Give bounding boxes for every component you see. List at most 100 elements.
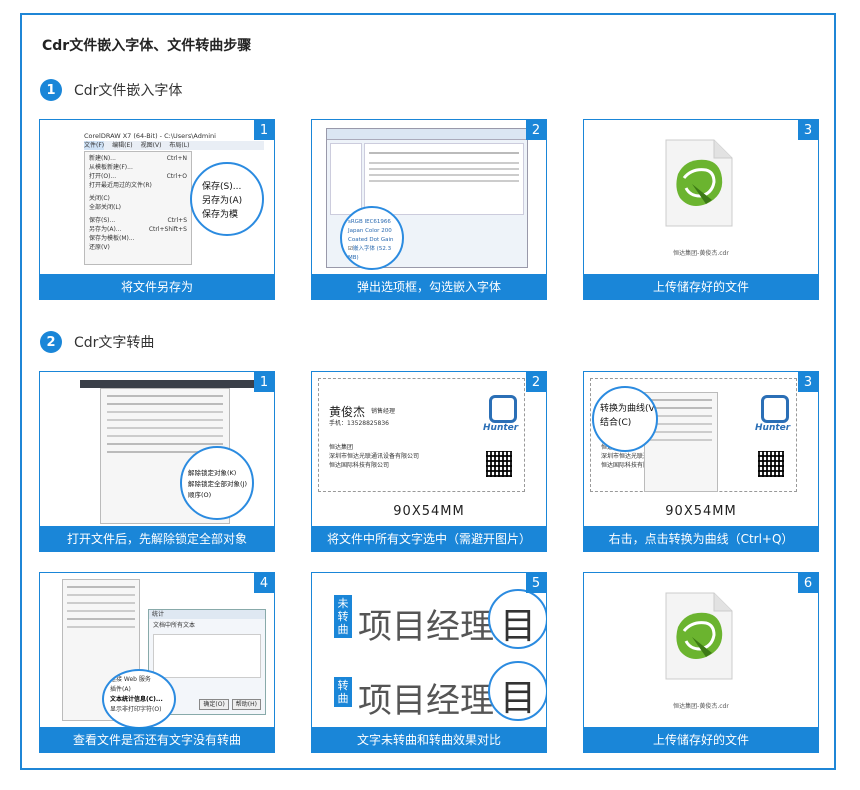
section-2-header: 2 Cdr文字转曲 — [40, 331, 154, 353]
file-preview: 恒达集团-黄俊杰.cdr — [584, 120, 818, 274]
step-number: 5 — [526, 573, 546, 593]
save-dialog — [326, 128, 528, 268]
menubar-item-file[interactable]: 文件(F) — [84, 141, 105, 150]
step-caption: 右击，点击转换为曲线（Ctrl+Q） — [584, 526, 818, 551]
dialog-subtitle: 文档中所有文本 — [153, 622, 196, 629]
zoom-lens: 连接 Web 服务 插件(A) 文本统计信息(C)... 显示非打印字符(O) — [102, 669, 176, 727]
menu-item-close-all[interactable]: 全部关闭(L) — [89, 204, 122, 211]
menu-item-revert[interactable]: 还原(V) — [89, 244, 110, 251]
menubar-item-view[interactable]: 视图(V) — [140, 142, 162, 149]
zoom-order: 顺序(O) — [188, 491, 212, 499]
step-card-upload-file[interactable]: 3 恒达集团-黄俊杰.cdr 上传储存好的文件 — [583, 119, 819, 300]
menubar-item-layout[interactable]: 布局(L) — [169, 142, 190, 149]
zoom-save: 保存(S)... — [202, 182, 242, 192]
zoom-glyph-1: 目 — [500, 606, 537, 647]
menu-item-save-as[interactable]: 另存为(A)...Ctrl+Shift+S — [89, 226, 187, 233]
file-preview: 恒达集团-黄俊杰.cdr — [584, 573, 818, 727]
ok-button[interactable]: 确定(O) — [199, 699, 229, 710]
embed-font-checkbox[interactable]: ☑嵌入字体 (52.3 MB) — [348, 246, 392, 261]
menu-item-close[interactable]: 关闭(C) — [89, 195, 110, 202]
step-number: 1 — [254, 120, 274, 140]
zoom-web-service: 连接 Web 服务 — [110, 676, 151, 683]
step-caption: 打开文件后，先解除锁定全部对象 — [40, 526, 274, 551]
cdr-file-icon — [665, 139, 733, 227]
step-card-save-as[interactable]: 1 CorelDRAW X7 (64-Bit) - C:\Users\Admin… — [39, 119, 275, 300]
step-card-upload-final[interactable]: 6 恒达集团-黄俊杰.cdr 上传储存好的文件 — [583, 572, 819, 753]
menu-item-save[interactable]: 保存(S)...Ctrl+S — [89, 217, 187, 224]
cdr-file-icon — [665, 592, 733, 680]
tools-menu — [62, 579, 140, 721]
menu-item-new[interactable]: 新建(N)...Ctrl+N — [89, 155, 187, 162]
zoom-lens-1: 目 — [488, 589, 546, 649]
tag-not-converted: 未转曲 — [334, 595, 352, 638]
screenshot-unlock-menu: 解除锁定对象(K) 解除锁定全部对象(J) 顺序(O) — [40, 372, 274, 526]
zoom-profile-2: Japan Color 200 — [348, 228, 392, 234]
step-card-convert-curves[interactable]: 3 恒达集团 深圳市恒达光联通讯设备有限公司 恒达国际科技有限公司 Hunter — [583, 371, 819, 552]
brand-name: Hunter — [755, 423, 791, 433]
file-menu: 新建(N)...Ctrl+N 从模板新建(F)... 打开(O)...Ctrl+… — [84, 151, 192, 265]
step-number: 2 — [526, 372, 546, 392]
section-2-title: Cdr文字转曲 — [74, 335, 155, 351]
step-card-unlock[interactable]: 1 解除锁定对象(K) 解除锁定全部对象(J) 顺序(O) 打 — [39, 371, 275, 552]
screenshot-save-dialog: sRGB IEC61966 Japan Color 200 Coated Dot… — [312, 120, 546, 274]
dialog-title: 统计 — [149, 610, 265, 619]
main-frame: Cdr文件嵌入字体、文件转曲步骤 1 Cdr文件嵌入字体 1 CorelDRAW… — [20, 13, 836, 770]
context-menu-preview: 恒达集团 深圳市恒达光联通讯设备有限公司 恒达国际科技有限公司 Hunter 转… — [584, 372, 818, 526]
step-caption: 将文件另存为 — [40, 274, 274, 299]
zoom-lens: sRGB IEC61966 Japan Color 200 Coated Dot… — [340, 206, 404, 270]
card-company-3: 恒达国际科技有限公司 — [329, 462, 390, 469]
step-caption: 上传储存好的文件 — [584, 274, 818, 299]
card-company-3: 恒达国际科技有限公司 — [601, 462, 662, 469]
app-menubar — [80, 380, 274, 388]
step-number: 3 — [798, 372, 818, 392]
card-dimension: 90X54MM — [665, 504, 737, 519]
zoom-show-nonprint: 显示非打印字符(O) — [110, 706, 162, 713]
card-company-1: 恒达集团 — [329, 444, 354, 451]
zoom-plugins: 插件(A) — [110, 686, 131, 693]
step-card-text-stats[interactable]: 4 统计 文档中所有文本 确定(O) 帮助(H) — [39, 572, 275, 753]
step-card-compare[interactable]: 5 未转曲 项目经理 目 转曲 项目经理 目 文字未转曲和转曲效果对比 — [311, 572, 547, 753]
card-name: 黄俊杰 — [329, 405, 366, 419]
help-button[interactable]: 帮助(H) — [231, 699, 261, 710]
zoom-lens: 转换为曲线(V) 结合(C) — [592, 386, 658, 452]
business-card-preview: 黄俊杰 销售经理 手机：13528825836 恒达集团 深圳市恒达光联通讯设备… — [312, 372, 546, 526]
zoom-combine: 结合(C) — [600, 418, 632, 428]
business-card: 黄俊杰 销售经理 手机：13528825836 恒达集团 深圳市恒达光联通讯设备… — [318, 378, 525, 492]
file-name: 恒达集团-黄俊杰.cdr — [673, 703, 729, 710]
step-caption: 文字未转曲和转曲效果对比 — [312, 727, 546, 752]
zoom-convert-to-curves: 转换为曲线(V) — [600, 404, 658, 414]
tag-converted: 转曲 — [334, 677, 352, 707]
menu-bar: 文件(F) 编辑(E) 视图(V) 布局(L) — [84, 141, 264, 150]
section-1-title: Cdr文件嵌入字体 — [74, 83, 183, 99]
stats-list — [153, 634, 261, 678]
zoom-glyph-2: 目 — [500, 678, 537, 719]
menubar-item-edit[interactable]: 编辑(E) — [112, 142, 133, 149]
zoom-lens: 解除锁定对象(K) 解除锁定全部对象(J) 顺序(O) — [180, 446, 254, 520]
zoom-unlock-object: 解除锁定对象(K) — [188, 469, 237, 477]
menu-item-open-recent[interactable]: 打开最近用过的文件(R) — [89, 182, 152, 189]
window-title: CorelDRAW X7 (64-Bit) - C:\Users\Admini — [84, 132, 216, 140]
step-card-embed-font[interactable]: 2 sRGB IEC61966 Japan Color 200 Coated D… — [311, 119, 547, 300]
dialog-toolbar — [327, 129, 527, 140]
zoom-save-template: 保存为模 — [202, 210, 239, 220]
zoom-lens-2: 目 — [488, 661, 546, 721]
file-list[interactable] — [364, 143, 524, 215]
menu-item-new-from-template[interactable]: 从模板新建(F)... — [89, 164, 133, 171]
zoom-lens: 保存(S)... 另存为(A) 保存为模 — [190, 162, 264, 236]
step-caption: 将文件中所有文字选中（需避开图片） — [312, 526, 546, 551]
hunter-logo-icon — [489, 395, 517, 423]
screenshot-save-as: CorelDRAW X7 (64-Bit) - C:\Users\Admini … — [40, 120, 274, 274]
menu-item-open[interactable]: 打开(O)...Ctrl+O — [89, 173, 187, 180]
step-caption: 查看文件是否还有文字没有转曲 — [40, 727, 274, 752]
sample-text-converted: 项目经理 — [358, 681, 494, 721]
card-dimension: 90X54MM — [393, 504, 465, 519]
hunter-logo-icon — [761, 395, 789, 423]
folder-tree[interactable] — [330, 143, 362, 215]
step-card-select-text[interactable]: 2 黄俊杰 销售经理 手机：13528825836 恒达集团 深圳市恒达光联通讯… — [311, 371, 547, 552]
qr-code — [758, 451, 784, 477]
menu-item-save-template[interactable]: 保存为模板(M)... — [89, 235, 135, 242]
zoom-unlock-all: 解除锁定全部对象(J) — [188, 480, 247, 488]
file-name: 恒达集团-黄俊杰.cdr — [673, 250, 729, 257]
screenshot-text-stats: 统计 文档中所有文本 确定(O) 帮助(H) 连接 Web 服务 插件(A) 文… — [40, 573, 274, 727]
step-number: 6 — [798, 573, 818, 593]
